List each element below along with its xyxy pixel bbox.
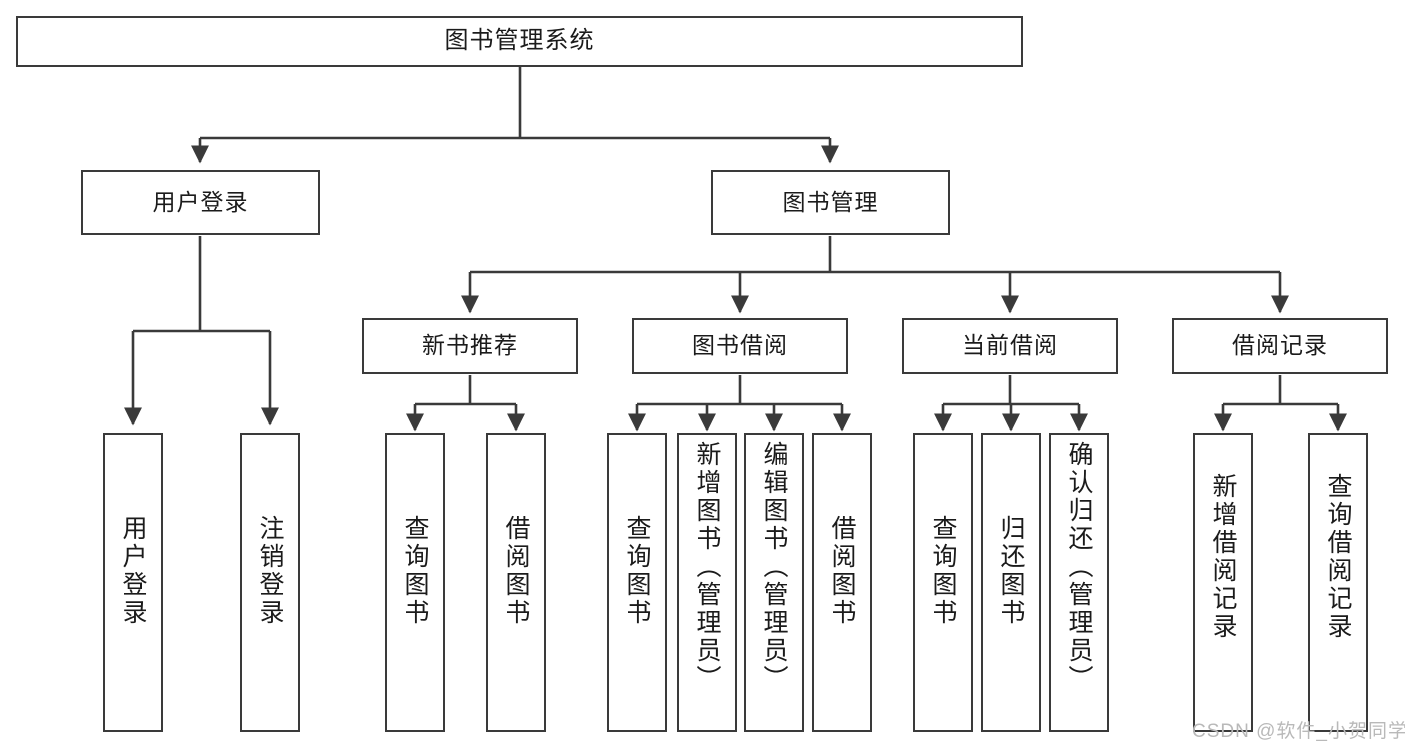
node-new-book-recommend-label: 新书推荐 (422, 332, 518, 359)
node-leaf-query-record[interactable]: 查询借阅记录 (1308, 433, 1368, 732)
node-leaf-query-book-1-label: 查询图书 (401, 515, 429, 627)
node-root-label: 图书管理系统 (444, 27, 595, 55)
node-book-manage-label: 图书管理 (782, 188, 879, 215)
node-book-borrow[interactable]: 图书借阅 (632, 318, 848, 374)
node-new-book-recommend[interactable]: 新书推荐 (362, 318, 578, 374)
node-book-borrow-label: 图书借阅 (692, 332, 788, 359)
node-leaf-confirm-return-label: 确认归还（管理员） (1065, 441, 1093, 693)
node-leaf-return-book-label: 归还图书 (997, 515, 1025, 627)
node-leaf-user-login[interactable]: 用户登录 (103, 433, 163, 732)
csdn-watermark: CSDN @软件_小贺同学 (1192, 721, 1405, 742)
node-leaf-user-login-label: 用户登录 (119, 515, 147, 627)
node-leaf-add-record[interactable]: 新增借阅记录 (1193, 433, 1253, 732)
node-leaf-query-book-3-label: 查询图书 (929, 515, 957, 627)
node-borrow-record-label: 借阅记录 (1232, 332, 1328, 359)
node-leaf-query-book-2[interactable]: 查询图书 (607, 433, 667, 732)
node-leaf-confirm-return[interactable]: 确认归还（管理员） (1049, 433, 1109, 732)
node-leaf-edit-book-label: 编辑图书（管理员） (760, 441, 788, 693)
node-leaf-return-book[interactable]: 归还图书 (981, 433, 1041, 732)
node-leaf-add-book-label: 新增图书（管理员） (693, 441, 721, 693)
node-leaf-logout-login-label: 注销登录 (256, 515, 284, 627)
node-leaf-add-book[interactable]: 新增图书（管理员） (677, 433, 737, 732)
node-leaf-borrow-book-1-label: 借阅图书 (502, 515, 530, 627)
node-leaf-logout-login[interactable]: 注销登录 (240, 433, 300, 732)
node-leaf-query-record-label: 查询借阅记录 (1324, 473, 1352, 641)
node-book-manage[interactable]: 图书管理 (711, 170, 950, 235)
node-current-borrow[interactable]: 当前借阅 (902, 318, 1118, 374)
node-leaf-borrow-book-2-label: 借阅图书 (828, 515, 856, 627)
node-user-login[interactable]: 用户登录 (81, 170, 320, 235)
node-leaf-edit-book[interactable]: 编辑图书（管理员） (744, 433, 804, 732)
node-leaf-query-book-1[interactable]: 查询图书 (385, 433, 445, 732)
node-root[interactable]: 图书管理系统 (16, 16, 1023, 67)
node-leaf-add-record-label: 新增借阅记录 (1209, 473, 1237, 641)
node-borrow-record[interactable]: 借阅记录 (1172, 318, 1388, 374)
node-leaf-query-book-3[interactable]: 查询图书 (913, 433, 973, 732)
node-leaf-query-book-2-label: 查询图书 (623, 515, 651, 627)
node-current-borrow-label: 当前借阅 (962, 332, 1058, 359)
node-user-login-label: 用户登录 (152, 188, 249, 215)
node-leaf-borrow-book-2[interactable]: 借阅图书 (812, 433, 872, 732)
node-leaf-borrow-book-1[interactable]: 借阅图书 (486, 433, 546, 732)
